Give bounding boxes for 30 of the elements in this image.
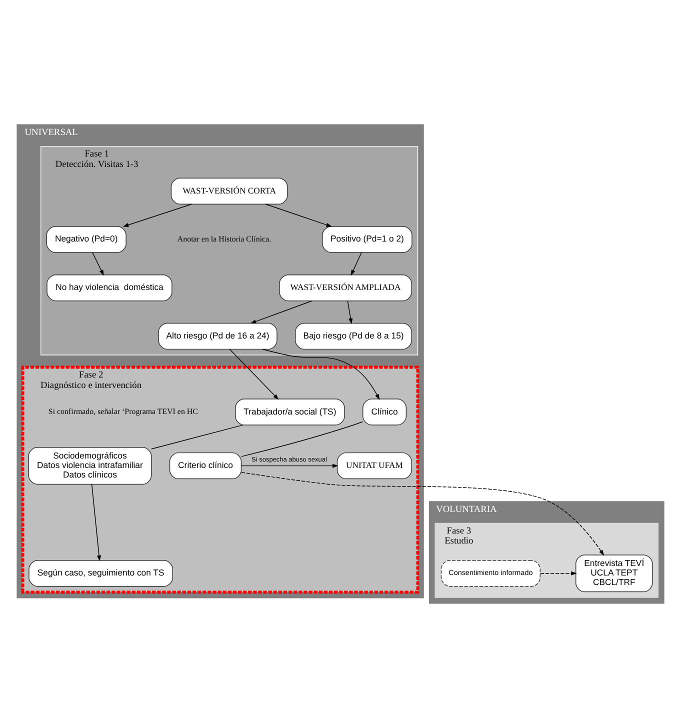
arrow [250, 300, 312, 324]
node-box: Negativo (Pd=0) [46, 226, 126, 252]
arrow [122, 203, 192, 226]
connector [241, 420, 363, 456]
arrow [540, 570, 577, 575]
node-box: Entrevista TEVÍ UCLA TEPT CBCL/TRF [576, 554, 653, 592]
node-box: Trabajador/a social (TS) [235, 398, 345, 425]
connector [151, 424, 244, 449]
arrow [347, 300, 353, 324]
node-box: Positivo (Pd=1 o 2) [322, 226, 412, 252]
node-box: Bajo riesgo (Pd de 8 a 15) [295, 322, 412, 350]
arrow [265, 203, 332, 226]
arrow [240, 463, 338, 468]
arrow [241, 471, 604, 556]
arrow [262, 348, 380, 400]
node-box: WAST-VERSIÓN CORTA [170, 177, 288, 204]
arrow [350, 252, 362, 276]
node-box: UNITAT UFAM [336, 452, 412, 479]
node-box: Clínico [362, 398, 407, 425]
node-box: Alto riesgo (Pd de 16 a 24) [158, 322, 278, 350]
node-box: Sociodemográficos Datos violencia intrafamiliar Datos clínicos [28, 446, 152, 484]
node-box: No hay violencia doméstica [46, 274, 172, 301]
node-box: Criterio clínico [169, 452, 242, 479]
node-box: WAST-VERSIÓN AMPLIADA [279, 274, 412, 301]
label: Anotar en la Historia Clínica. [177, 234, 272, 243]
node-box: Consentimiento informado [440, 560, 540, 586]
arrow [91, 483, 102, 561]
arrow [92, 252, 104, 276]
label: Si confirmado, señalar ‘Programa TEVI en HC [48, 406, 198, 416]
node-box: Según caso, seguimiento con TS [28, 560, 173, 586]
